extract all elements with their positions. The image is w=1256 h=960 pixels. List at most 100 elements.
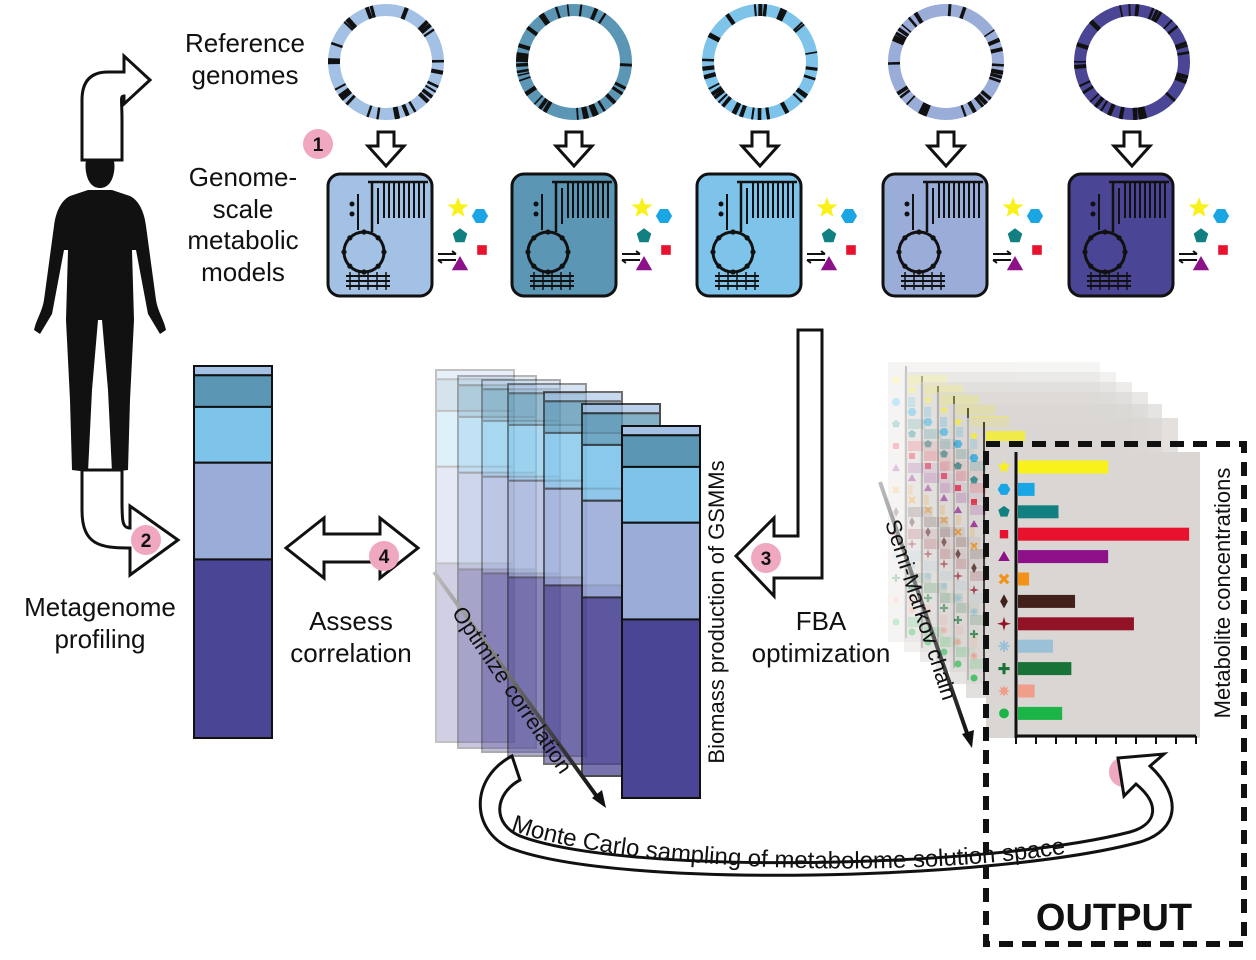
metabolite-bar-6 <box>1018 572 1030 586</box>
exchange-metabolite-icons <box>447 197 1230 271</box>
pentagon-icon <box>452 228 468 243</box>
triangle-icon <box>635 256 653 271</box>
metabolic-model-1 <box>326 172 457 298</box>
output-frame: OUTPUT <box>983 441 1247 947</box>
metagenome-profiling-label: Metagenome profiling <box>24 592 176 654</box>
step-number: 3 <box>761 549 772 570</box>
metabolite-bar-1 <box>1018 460 1109 474</box>
profile-segment-2 <box>193 374 273 408</box>
triangle-icon <box>998 551 1010 561</box>
triangle-icon <box>1006 256 1024 271</box>
fba-arrow <box>733 328 824 600</box>
down-arrow-4 <box>924 130 968 169</box>
star-icon <box>1002 197 1024 217</box>
square-icon <box>1032 245 1042 255</box>
assess-correlation-label: Assess correlation <box>290 606 412 668</box>
gsmm-label: Genome- scale metabolic models <box>187 162 299 288</box>
square-icon <box>846 245 856 255</box>
metabolite-concentrations-label: Metabolite concentrations <box>1210 468 1235 719</box>
metabolite-bar-11 <box>1018 684 1035 698</box>
human-body <box>34 148 166 472</box>
pentagon-icon <box>821 228 837 243</box>
biomass-column-1 <box>435 369 515 743</box>
metabolite-bar-2 <box>1018 482 1035 496</box>
semi-markov-arrow-head <box>962 730 974 748</box>
square-icon <box>477 245 487 255</box>
step-number: 4 <box>379 547 390 568</box>
step-badge-1: 1 <box>303 129 333 159</box>
genome-to-model-arrows <box>364 130 1154 169</box>
biomass-production-label: Biomass production of GSMMs <box>704 460 729 763</box>
monte-carlo-arrow <box>478 752 1174 877</box>
biomass-bar-stack <box>435 369 701 799</box>
circle-icon <box>999 708 1009 719</box>
assess-correlation-arrow <box>283 514 421 582</box>
profiling-arrow <box>80 468 181 578</box>
output-dashed-box <box>983 441 1247 947</box>
step-badge-4: 4 <box>369 541 399 571</box>
hexagon-icon <box>1212 209 1230 223</box>
output-label: OUTPUT <box>1036 897 1192 939</box>
step-badge-3: 3 <box>751 543 781 573</box>
metabolite-bar-10 <box>1018 662 1072 676</box>
star-icon <box>631 197 653 217</box>
genome-ring-4 <box>887 4 1004 120</box>
human-silhouette-icon <box>34 148 166 472</box>
metabolic-model-4 <box>881 172 1012 298</box>
step-number: 1 <box>313 135 324 156</box>
metabolite-bar-chart: Metabolite concentrations <box>986 452 1235 744</box>
down-arrow-1 <box>364 130 408 169</box>
profile-segment-1 <box>193 365 273 377</box>
exchange-set-3 <box>816 197 858 271</box>
optimize-correlation-arrow <box>432 570 600 800</box>
profile-segment-3 <box>193 405 273 464</box>
plus-icon <box>998 663 1010 675</box>
metabolic-model-2 <box>510 172 641 298</box>
exchange-set-4 <box>1002 197 1044 271</box>
star-icon <box>1188 197 1210 217</box>
triangle-icon <box>451 256 469 271</box>
exchange-set-2 <box>631 197 673 271</box>
down-arrow-5 <box>1110 130 1154 169</box>
pentagon-icon <box>1007 228 1023 243</box>
hexagon-icon <box>1026 209 1044 223</box>
down-arrow-3 <box>738 130 782 169</box>
metabolite-bar-5 <box>1018 550 1109 564</box>
fba-optimization-label: FBA optimization <box>751 606 891 668</box>
metabolite-bar-3 <box>1018 505 1059 519</box>
metabolic-model-3 <box>695 172 826 298</box>
hexagon-icon <box>655 209 673 223</box>
exchange-set-1 <box>447 197 489 271</box>
square-icon <box>1218 245 1228 255</box>
sampling-arrow <box>80 52 153 162</box>
reference-genome-rings <box>327 3 1190 121</box>
metagenome-profile-bar <box>193 365 273 739</box>
pentagon-icon <box>1193 228 1209 243</box>
profile-segment-5 <box>193 558 273 739</box>
square-icon <box>661 245 671 255</box>
cross-icon <box>998 573 1010 585</box>
metabolic-model-5 <box>1067 172 1198 298</box>
genome-ring-1 <box>327 4 445 120</box>
pentagon-icon <box>636 228 652 243</box>
reference-genomes-label: Reference genomes <box>185 28 305 90</box>
hexagon-icon <box>471 209 489 223</box>
genome-ring-2 <box>515 4 632 120</box>
exchange-set-5 <box>1188 197 1230 271</box>
metabolic-model-boxes <box>326 172 1198 298</box>
metabolite-bar-7 <box>1018 594 1076 608</box>
star-icon <box>447 197 469 217</box>
step-badge-2: 2 <box>131 525 161 555</box>
semi-markov-arrow <box>878 481 970 737</box>
biomass-column-7 <box>621 425 701 799</box>
genome-ring-5 <box>1073 4 1190 121</box>
asterisk-icon <box>998 640 1010 652</box>
metabolite-bar-4 <box>1018 527 1190 541</box>
profile-segment-4 <box>193 461 273 561</box>
hexagon-icon <box>997 483 1011 495</box>
metabolite-bar-12 <box>1018 706 1063 720</box>
step-number: 2 <box>141 531 152 552</box>
four-point-star-icon <box>997 616 1011 631</box>
metabolite-bar-9 <box>1018 639 1053 653</box>
